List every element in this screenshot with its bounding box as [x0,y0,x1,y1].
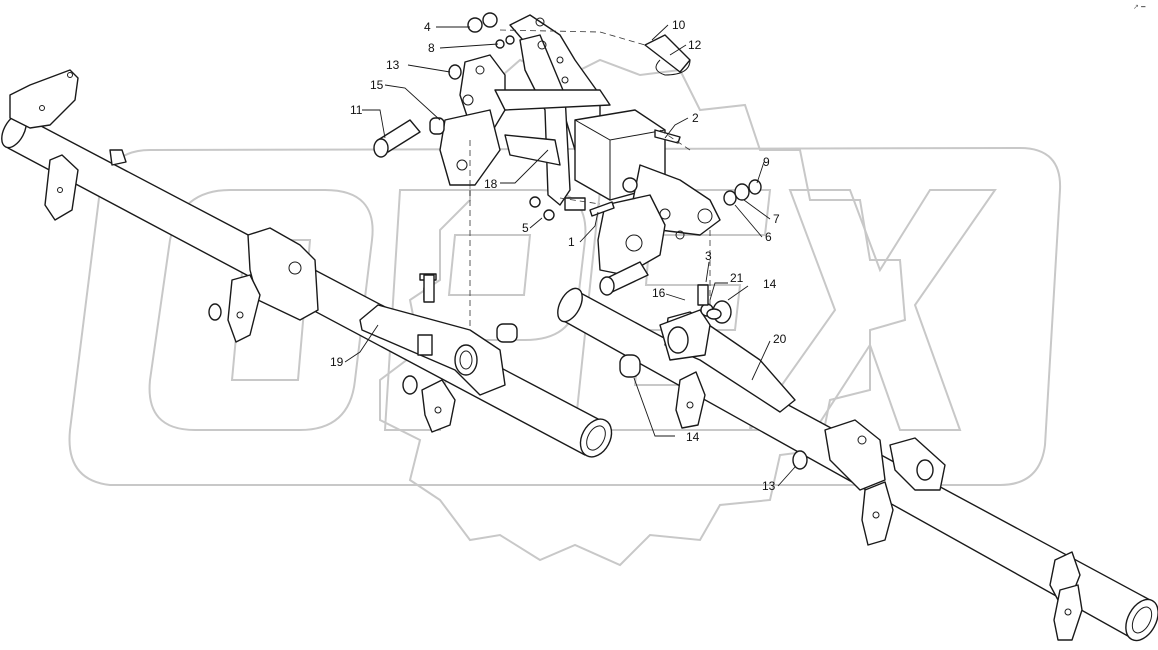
callout-2: 2 [692,111,699,125]
callout-leaders [344,24,796,487]
watermark-letter-x [748,189,997,431]
callout-15: 15 [370,78,384,92]
callout-7: 7 [773,212,780,226]
corner-mark: ↗ ━ [1133,3,1146,11]
callout-8: 8 [428,41,435,55]
callout-20: 20 [773,332,787,346]
callout-18: 18 [484,177,498,191]
callout-10: 10 [672,18,686,32]
callout-6: 6 [765,230,772,244]
callout-3: 3 [705,249,712,263]
callout-labels: 4 8 13 15 11 10 12 2 9 7 6 18 5 1 3 21 1… [330,18,787,493]
watermark-gear-outline [379,58,907,567]
central-headstock [373,12,762,320]
callout-19: 19 [330,355,344,369]
callout-13: 13 [386,58,400,72]
callout-9: 9 [763,155,770,169]
callout-12: 12 [688,38,702,52]
callout-11: 11 [350,103,363,117]
callout-13-lower: 13 [762,479,776,493]
callout-5: 5 [522,221,529,235]
alignment-lines [469,29,711,330]
callout-14-lower: 14 [686,430,700,444]
callout-21: 21 [730,271,744,285]
callout-1: 1 [568,235,575,249]
right-beam-tube [557,287,1158,642]
left-beam-tube [1,69,613,458]
callout-16: 16 [652,286,666,300]
callout-14-upper: 14 [763,277,777,291]
callout-4: 4 [424,20,431,34]
